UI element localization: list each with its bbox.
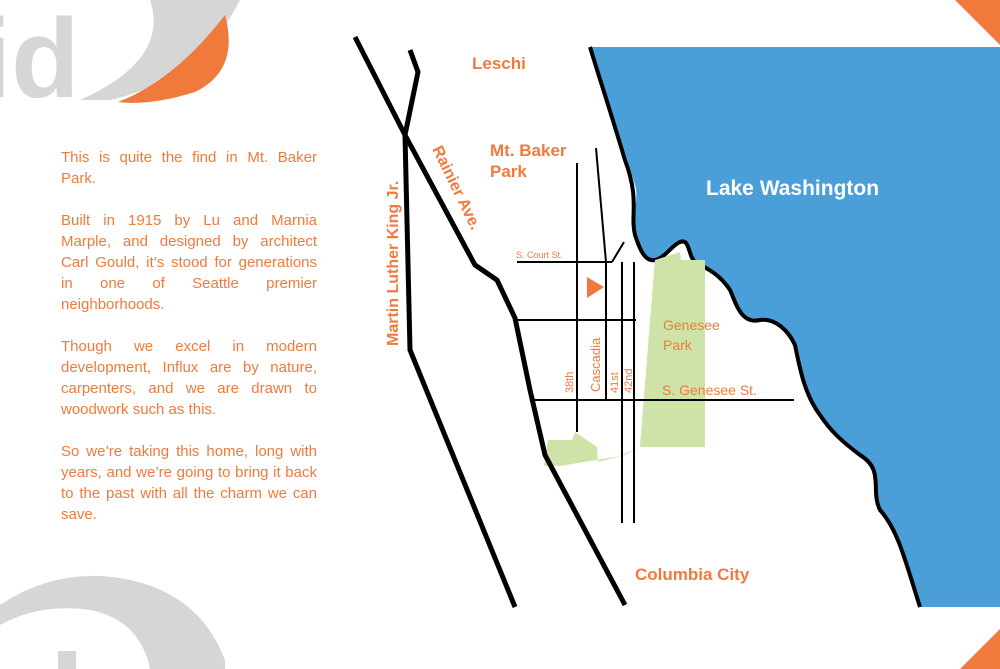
label-genesee-park-1: Genesee (663, 317, 720, 333)
label-genesee-st: S. Genesee St. (662, 382, 757, 398)
story-paragraph-1: This is quite the find in Mt. Baker Park… (61, 149, 317, 187)
genesee-park-main (655, 260, 705, 447)
mlk-road (352, 35, 518, 608)
story-paragraph-3: Though we excel in modern development, I… (61, 338, 317, 418)
logo-orange-leaf (118, 15, 229, 103)
label-mlk: Martin Luther King Jr. (385, 181, 402, 346)
play-triangle-icon (587, 277, 604, 298)
corner-accent-top-right (955, 0, 1000, 45)
label-columbia-city: Columbia City (635, 565, 750, 584)
label-genesee-park-2: Park (663, 337, 693, 353)
label-lake-washington: Lake Washington (706, 177, 879, 200)
cascadia-road (595, 147, 607, 263)
story-text: This is quite the find in Mt. Baker Park… (61, 147, 317, 546)
court-st-stub (611, 241, 625, 263)
rainier-road (402, 49, 628, 607)
logo-top: id (0, 0, 240, 110)
logo-gray-swoosh-bottom (0, 575, 225, 669)
lake-shoreline (588, 46, 922, 608)
label-cascadia: Cascadia (588, 337, 603, 392)
label-42nd: 42nd (623, 369, 635, 393)
genesee-park-strip (640, 260, 655, 447)
logo-gray-swoosh (80, 0, 240, 100)
label-38th: 38th (564, 372, 576, 393)
story-paragraph-2: Built in 1915 by Lu and Marnia Marple, a… (61, 212, 317, 313)
label-mt-baker-park-1: Mt. Baker (490, 141, 567, 160)
story-paragraph-4: So we’re taking this home, long with yea… (61, 443, 317, 523)
lake-washington (590, 47, 1000, 607)
label-rainier: Rainier Ave. (428, 143, 483, 233)
label-leschi: Leschi (472, 54, 526, 73)
logo-stem-bottom (58, 651, 76, 669)
corner-accent-bottom-right (960, 629, 1000, 669)
label-41st: 41st (609, 372, 621, 393)
logo-text: id (0, 0, 80, 110)
label-mt-baker-park-2: Park (490, 162, 527, 181)
label-court-st: S. Court St. (516, 250, 563, 260)
logo-bottom (0, 575, 225, 669)
